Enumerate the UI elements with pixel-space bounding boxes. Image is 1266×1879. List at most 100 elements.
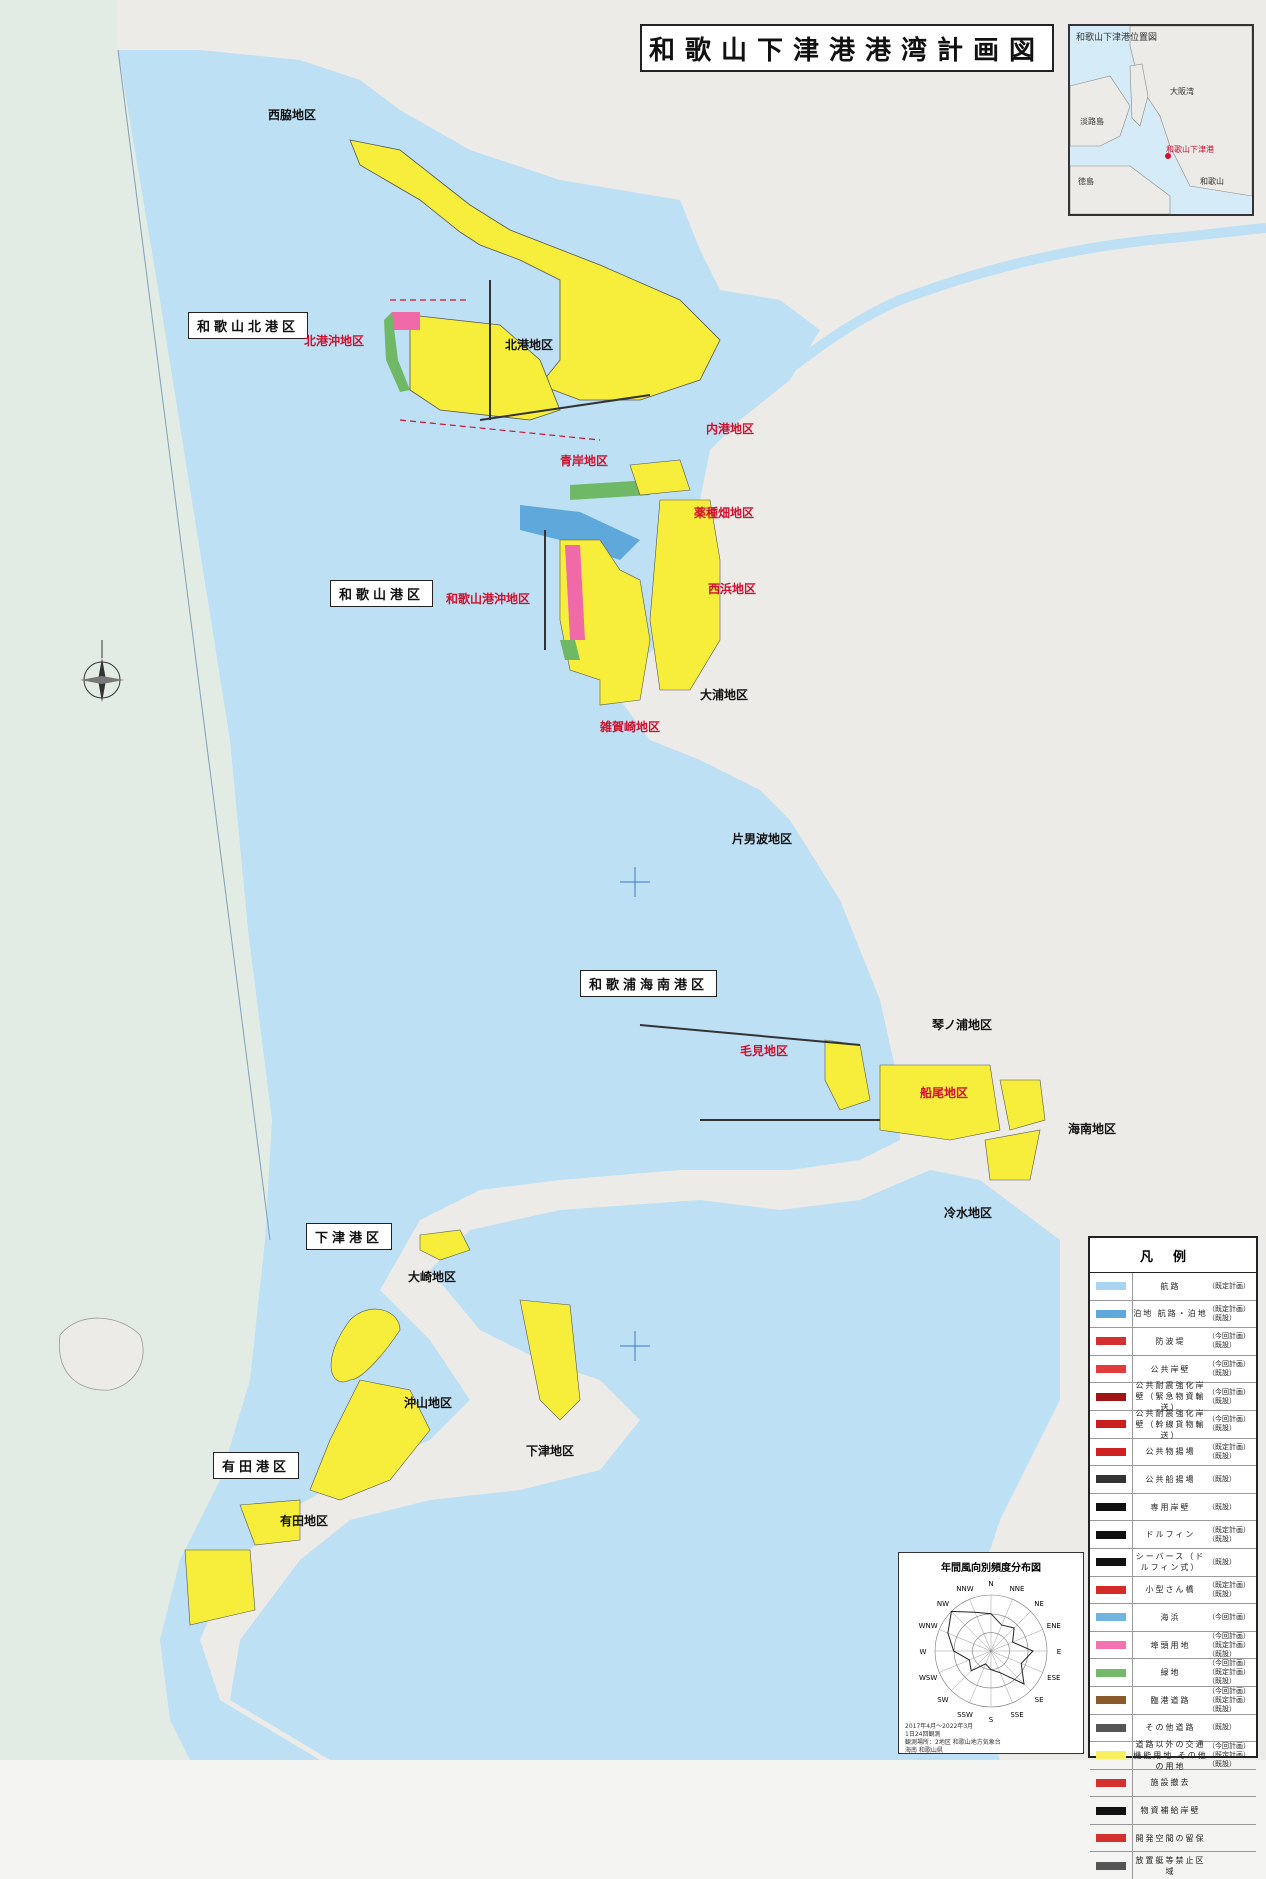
nishihama-yard xyxy=(649,499,721,691)
legend-name: 放置艇等禁止区域 xyxy=(1135,1855,1206,1876)
legend-swatch xyxy=(1090,1714,1133,1742)
wind-rose-spoke xyxy=(990,1650,1043,1673)
arida-yard-2 xyxy=(239,1499,301,1546)
wind-direction-label: SSW xyxy=(957,1711,973,1719)
legend-status: （今回計画）（既定計画）（既設） xyxy=(1208,1741,1250,1768)
legend-row: 公共岸壁（今回計画）（既設） xyxy=(1090,1355,1256,1384)
legend-row: 公共船揚場（既設） xyxy=(1090,1466,1256,1494)
district-funao: 船尾地区 xyxy=(920,1086,969,1100)
island-west xyxy=(58,1317,144,1391)
funao-yard xyxy=(879,1064,1001,1141)
legend-name: 航路 xyxy=(1160,1281,1181,1291)
district-nishiwaki: 西脇地区 xyxy=(268,108,317,122)
legend-swatch xyxy=(1090,1493,1133,1521)
legend-row: 施設撤去 xyxy=(1090,1769,1256,1798)
wind-direction-label: WNW xyxy=(919,1622,938,1630)
inset-title: 和歌山下津港位置図 xyxy=(1076,33,1158,43)
wind-direction-label: SE xyxy=(1035,1696,1044,1704)
inset-port-label: 和歌山下津港 xyxy=(1166,145,1214,154)
legend-swatch xyxy=(1090,1852,1133,1879)
development-reserve xyxy=(390,299,601,441)
legend-swatch xyxy=(1090,1548,1133,1576)
district-shimotsu: 下津地区 xyxy=(526,1444,575,1458)
legend-row: 公共耐震強化岸壁（幹線貨物輸送）（今回計画）（既設） xyxy=(1090,1408,1256,1440)
legend-name: 公共耐震強化岸壁（緊急物資輸送） xyxy=(1135,1381,1206,1413)
uchiminato-yard xyxy=(629,459,691,496)
legend-row: 防波堤（今回計画）（既設） xyxy=(1090,1328,1256,1356)
wind-rose-spoke xyxy=(990,1650,1031,1691)
wind-direction-label: N xyxy=(988,1580,993,1588)
legend-name: その他道路 xyxy=(1145,1723,1196,1733)
legend-status: （既設） xyxy=(1208,1723,1236,1732)
legend-swatch xyxy=(1090,1824,1133,1852)
district-hiyamizu: 冷水地区 xyxy=(944,1206,993,1220)
legend-name: ドルフィン xyxy=(1145,1530,1196,1540)
legend-row: 開発空間の留保 xyxy=(1090,1824,1256,1853)
legend-row: 公共物揚場（既定計画）（既設） xyxy=(1090,1438,1256,1467)
wind-direction-label: S xyxy=(989,1716,994,1724)
kainan-yard xyxy=(999,1079,1046,1131)
wind-rose-spoke xyxy=(939,1650,992,1673)
okiyama-yard-2 xyxy=(309,1379,431,1501)
legend-row: 専用岸壁 （既設） xyxy=(1090,1493,1256,1522)
legend-name: 専用岸壁 xyxy=(1150,1502,1191,1512)
wind-rose-spoke xyxy=(990,1650,1013,1703)
legend-status: （今回計画）（既設） xyxy=(1208,1360,1250,1378)
legend-row: 海浜（今回計画） xyxy=(1090,1604,1256,1632)
district-naiko: 内港地区 xyxy=(706,422,755,436)
wind-direction-label: SW xyxy=(937,1696,948,1704)
legend-name: シーバース（ドルフィン式） xyxy=(1135,1552,1206,1573)
wakayama-oki-berth xyxy=(520,505,640,560)
kitaoki-green xyxy=(384,312,410,392)
legend-swatch xyxy=(1090,1438,1133,1466)
district-arida: 有田地区 xyxy=(280,1514,329,1528)
inset-place-wakayama: 和歌山 xyxy=(1200,177,1224,186)
district-kainan: 海南地区 xyxy=(1068,1122,1117,1136)
inset-place-tokushima: 徳島 xyxy=(1078,177,1094,186)
legend-status: （今回計画）（既定計画）（既設） xyxy=(1208,1631,1250,1658)
legend-name: 施設撤去 xyxy=(1150,1778,1191,1788)
legend-name: 公共物揚場 xyxy=(1145,1447,1196,1457)
legend-swatch xyxy=(1090,1686,1133,1714)
kitaoki-industrial-land xyxy=(409,314,561,421)
wind-direction-label: NE xyxy=(1034,1600,1044,1608)
legend-row: シーバース（ドルフィン式）（既設） xyxy=(1090,1548,1256,1577)
legend-row: 道路以外の交通機能用地 その他の用地（今回計画）（既定計画）（既設） xyxy=(1090,1740,1256,1771)
legend-swatch xyxy=(1090,1410,1133,1438)
district-oura: 大浦地区 xyxy=(700,688,749,702)
district-nishihama: 西浜地区 xyxy=(708,582,757,596)
legend-swatch xyxy=(1090,1521,1133,1548)
survey-crosshairs xyxy=(620,867,650,1361)
osaki-yard xyxy=(419,1229,471,1261)
legend-name: 公共耐震強化岸壁（幹線貨物輸送） xyxy=(1135,1408,1206,1440)
district-saikazaki: 雑賀崎地区 xyxy=(600,720,661,734)
legend-status: （今回計画）（既設） xyxy=(1208,1415,1250,1433)
legend-swatch xyxy=(1090,1631,1133,1659)
wind-direction-label: NW xyxy=(937,1600,949,1608)
district-kataonami: 片男波地区 xyxy=(732,832,793,846)
wind-frequency-polygon xyxy=(947,1610,1034,1685)
legend-row: 臨港道路（今回計画）（既定計画）（既設） xyxy=(1090,1687,1256,1715)
location-inset-map: 和歌山下津港位置図 和歌山下津港 淡路島 徳島 大阪湾 和歌山 xyxy=(1068,24,1254,216)
legend-swatch xyxy=(1090,1355,1133,1383)
wind-rose-spoke xyxy=(990,1611,1031,1652)
district-okiyama: 沖山地区 xyxy=(404,1396,453,1410)
river xyxy=(717,223,1266,425)
legend-swatch xyxy=(1090,1466,1133,1493)
legend-row: 緑地（今回計画）（既定計画）（既設） xyxy=(1090,1659,1256,1687)
legend-status: （今回計画）（既設） xyxy=(1208,1387,1250,1405)
district-kitako: 北港地区 xyxy=(505,338,554,352)
legend-name: 緑地 xyxy=(1160,1668,1181,1678)
district-seigan: 青岸地区 xyxy=(560,454,609,468)
port-boundary-line xyxy=(117,49,271,1241)
legend-status: （今回計画） xyxy=(1208,1612,1250,1621)
legend-rows: 航路（既定計画）泊地 航路・泊地（既定計画）（既設）防波堤（今回計画）（既設）公… xyxy=(1090,1273,1256,1879)
legend-name: 開発空間の留保 xyxy=(1135,1833,1206,1843)
hiyamizu-yard xyxy=(984,1129,1041,1181)
legend-status: （既設） xyxy=(1208,1502,1236,1511)
wind-direction-label: ENE xyxy=(1047,1622,1061,1630)
port-shimotsu: 下津港区 xyxy=(306,1223,393,1250)
legend-status: （既定計画）（既設） xyxy=(1208,1580,1250,1598)
north-coast xyxy=(118,0,360,80)
